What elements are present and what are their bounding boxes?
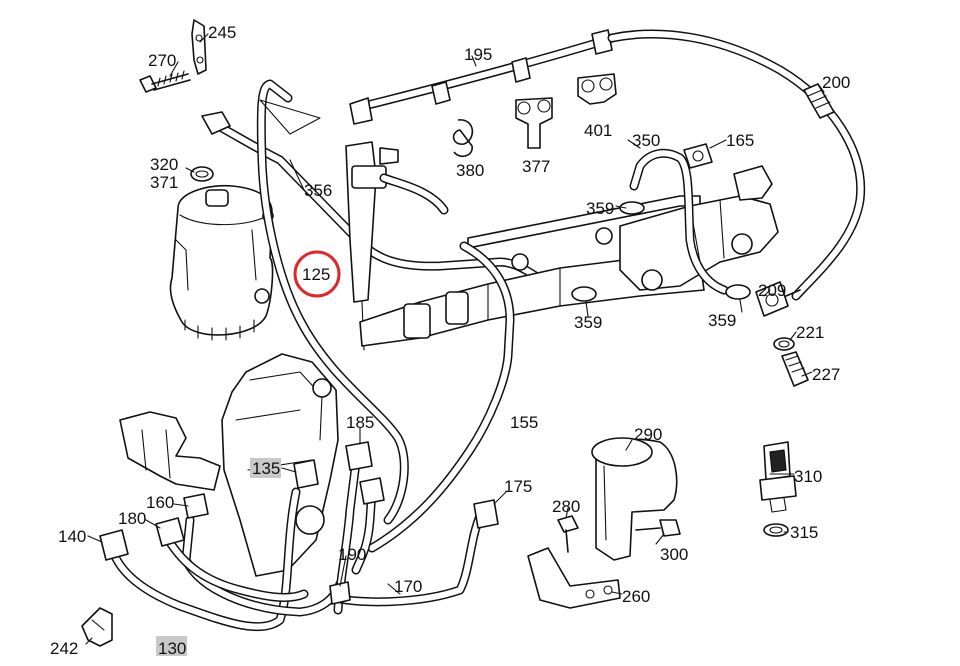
label-359c: 359: [708, 311, 736, 330]
label-377: 377: [522, 157, 550, 176]
label-350: 350: [632, 131, 660, 150]
connector-209: [755, 281, 801, 317]
part-labels: 245 270 195 200 320 371 356 380 377 401 …: [50, 23, 850, 658]
label-270: 270: [148, 51, 176, 70]
bolt-270: [139, 70, 191, 93]
hose-clamp-359b: [571, 286, 597, 302]
label-280: 280: [552, 497, 580, 516]
label-170: 170: [394, 577, 422, 596]
line-200: [607, 29, 866, 301]
fitting-190: [329, 581, 351, 605]
fitting-175: [473, 499, 499, 529]
highlight-box-130: [156, 636, 187, 656]
clip-377: [515, 97, 553, 149]
label-140: 140: [58, 527, 86, 546]
label-160: 160: [146, 493, 174, 512]
label-371: 371: [150, 173, 178, 192]
label-380: 380: [456, 161, 484, 180]
bolt-280: [557, 515, 579, 553]
label-315: 315: [790, 523, 818, 542]
line-350: [629, 148, 729, 295]
label-200: 200: [822, 73, 850, 92]
injector: [345, 141, 449, 351]
line-180: [161, 531, 309, 602]
line-195: [349, 29, 617, 125]
highlight-box-135: [250, 458, 281, 478]
label-290: 290: [634, 425, 662, 444]
label-135: 135: [252, 459, 280, 478]
label-359a: 359: [586, 199, 614, 218]
clamp-320: [190, 166, 214, 182]
label-300: 300: [660, 545, 688, 564]
clip-380: [452, 119, 474, 158]
bracket-242: [81, 607, 113, 647]
leader-lines: [85, 33, 825, 645]
label-130: 130: [158, 639, 186, 658]
label-260: 260: [622, 587, 650, 606]
bracket-245: [191, 19, 207, 75]
clip-401: [577, 73, 617, 105]
label-185: 185: [346, 413, 374, 432]
seal-315: [763, 523, 789, 537]
label-125: 125: [302, 265, 330, 284]
label-401: 401: [584, 121, 612, 140]
label-359b: 359: [574, 313, 602, 332]
line-130: [107, 487, 301, 632]
line-170: [331, 511, 485, 607]
label-356: 356: [304, 181, 332, 200]
fuel-line-125: [256, 79, 409, 525]
label-165: 165: [726, 131, 754, 150]
label-190: 190: [338, 545, 366, 564]
label-227: 227: [812, 365, 840, 384]
label-155: 155: [510, 413, 538, 432]
seal-221: [773, 337, 795, 351]
label-175: 175: [504, 477, 532, 496]
bracket-260: [527, 547, 621, 609]
label-209: 209: [758, 281, 786, 300]
fitting-160: [183, 493, 209, 519]
pressure-sensor-310: [759, 441, 797, 513]
bolt-300: [635, 519, 681, 537]
fuel-filter-housing: [169, 184, 274, 341]
label-221: 221: [796, 323, 824, 342]
label-310: 310: [794, 467, 822, 486]
highlight-circle-125: [293, 250, 341, 298]
pressure-block: [619, 165, 779, 291]
hose-clamp-359a: [619, 201, 645, 215]
fitting-140: [99, 529, 129, 561]
fitting-135: [293, 459, 319, 489]
fitting-180: [155, 517, 185, 547]
label-242: 242: [50, 639, 78, 658]
label-320: 320: [150, 155, 178, 174]
clamp-165: [683, 143, 713, 169]
banjo-bolt-227: [781, 351, 809, 387]
hose-clamp-359c: [725, 284, 751, 300]
label-245: 245: [208, 23, 236, 42]
label-180: 180: [118, 509, 146, 528]
component-290: [591, 437, 678, 561]
label-195: 195: [464, 45, 492, 64]
fitting-185: [345, 441, 385, 505]
